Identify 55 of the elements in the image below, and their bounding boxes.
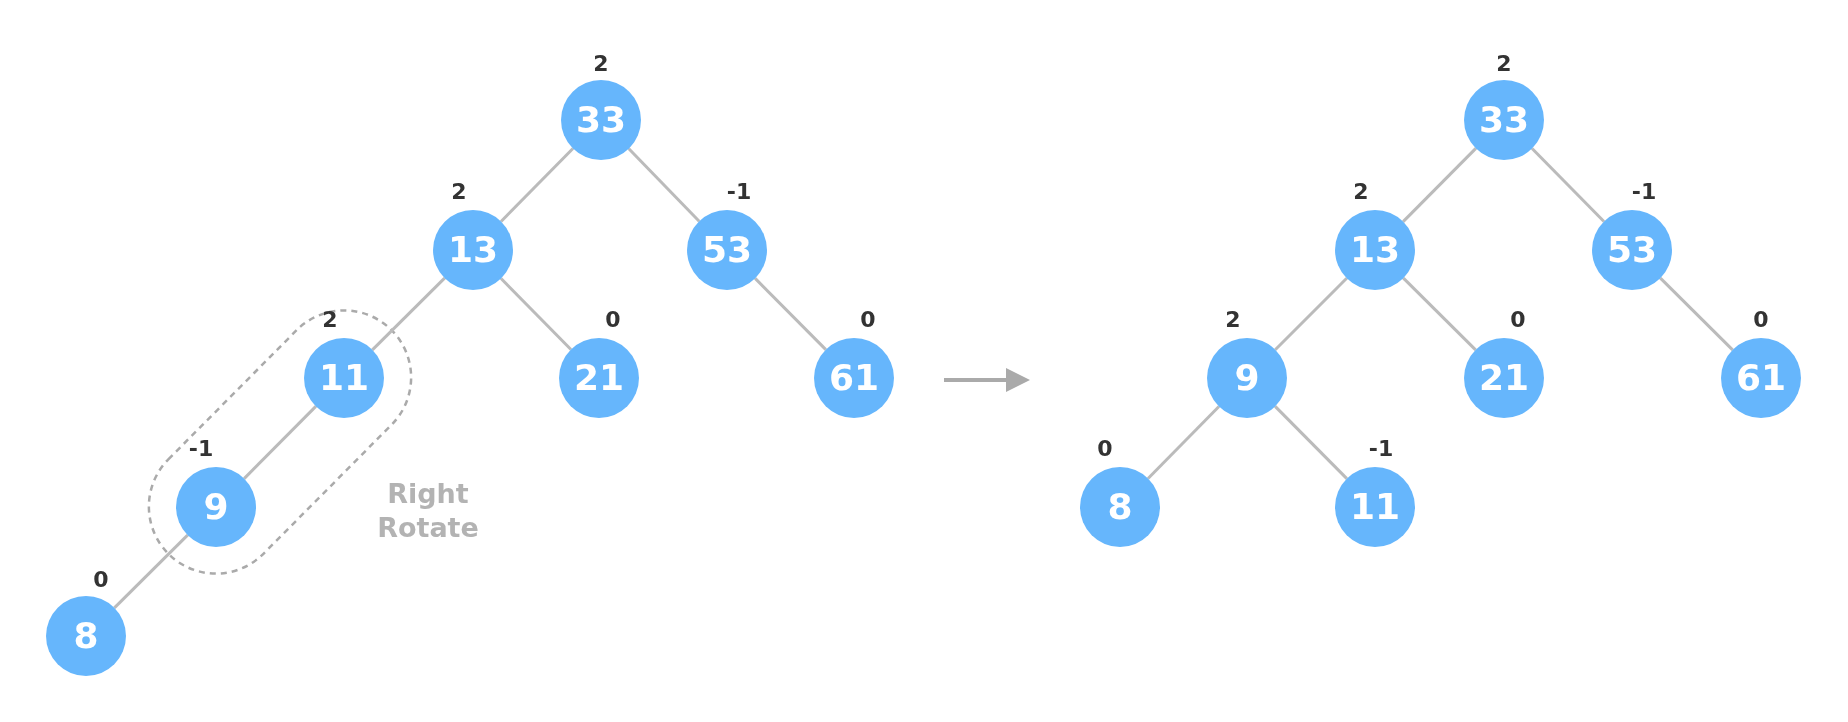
node-value: 33 xyxy=(575,102,627,138)
node-value: 21 xyxy=(1478,360,1530,396)
balance-factor: 2 xyxy=(451,181,467,203)
node-value: 53 xyxy=(701,232,753,268)
node-value: 9 xyxy=(203,489,229,525)
balance-factor: -1 xyxy=(1631,181,1657,203)
tree-edge xyxy=(1402,277,1477,351)
tree-node-circle xyxy=(687,210,767,290)
tree-edge xyxy=(754,277,827,351)
tree-node-circle xyxy=(1207,338,1287,418)
tree-edge xyxy=(1402,147,1477,223)
node-value: 53 xyxy=(1606,232,1658,268)
tree-node-circle xyxy=(304,338,384,418)
node-value: 21 xyxy=(573,360,625,396)
node-value: 8 xyxy=(1107,489,1133,525)
balance-factor: 2 xyxy=(1225,309,1241,331)
balance-factor: 0 xyxy=(860,309,876,331)
node-value: 11 xyxy=(1349,489,1401,525)
balance-factor: 2 xyxy=(322,309,338,331)
tree-node-circle xyxy=(176,467,256,547)
balance-factor: -1 xyxy=(188,438,214,460)
node-value: 61 xyxy=(828,360,880,396)
tree-edge xyxy=(1274,405,1348,480)
node-value: 61 xyxy=(1735,360,1787,396)
tree-edge xyxy=(500,277,572,351)
balance-factor: 0 xyxy=(1510,309,1526,331)
tree-edge xyxy=(1531,147,1605,223)
balance-factor: 2 xyxy=(1353,181,1369,203)
tree-node-circle xyxy=(1464,80,1544,160)
balance-factor: 0 xyxy=(93,569,109,591)
node-value: 13 xyxy=(1349,232,1401,268)
node-value: 33 xyxy=(1478,102,1530,138)
tree-edge xyxy=(627,147,701,223)
node-value: 8 xyxy=(73,618,99,654)
tree-node-circle xyxy=(433,210,513,290)
tree-node-circle xyxy=(1592,210,1672,290)
node-value: 13 xyxy=(447,232,499,268)
tree-edge xyxy=(243,405,317,480)
balance-factor: 2 xyxy=(593,53,609,75)
balance-factor: 0 xyxy=(1097,438,1113,460)
balance-factor: 0 xyxy=(1753,309,1769,331)
tree-edge xyxy=(1147,405,1220,480)
balance-factor: 0 xyxy=(605,309,621,331)
balance-factor: 2 xyxy=(1496,53,1512,75)
node-value: 11 xyxy=(318,360,370,396)
tree-edge xyxy=(113,534,189,609)
tree-edge xyxy=(1274,277,1348,351)
balance-factor: -1 xyxy=(726,181,752,203)
tree-edge xyxy=(500,147,574,223)
balance-factor: -1 xyxy=(1368,438,1394,460)
node-value: 9 xyxy=(1234,360,1260,396)
tree-edge xyxy=(371,277,446,351)
rotation-label: Right Rotate xyxy=(376,477,480,545)
tree-edge xyxy=(1659,277,1734,351)
tree-node-circle xyxy=(1335,210,1415,290)
